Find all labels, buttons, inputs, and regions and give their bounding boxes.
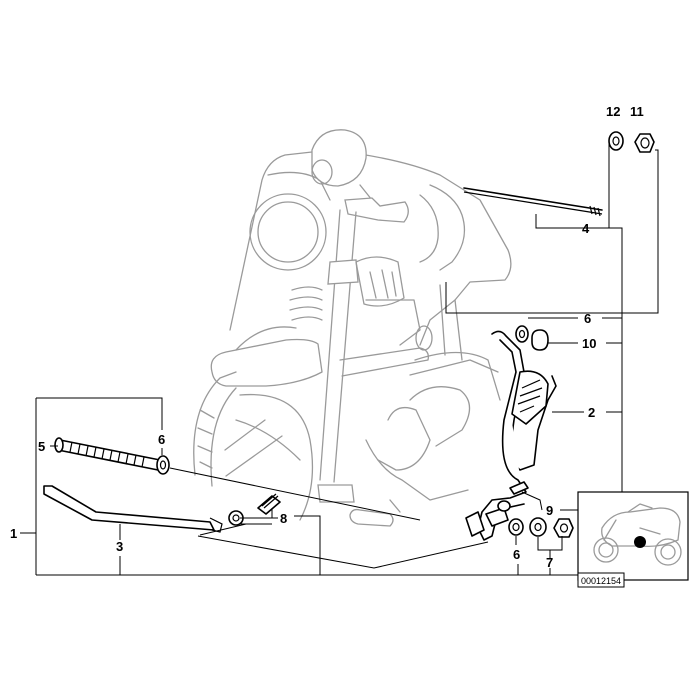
motorcycle-sketch [193,129,512,527]
callout-2: 2 [588,405,595,420]
nut-7 [553,518,574,538]
callout-8: 8 [280,511,287,526]
callout-3: 3 [116,539,123,554]
callout-11: 11 [630,104,644,119]
washer-6-bottom [508,518,524,536]
washer-6-left [156,455,170,475]
callout-9: 9 [546,503,553,518]
cap-nut-10 [531,329,549,351]
parts [43,131,655,541]
callout-4: 4 [582,221,590,236]
crash-bar-3 [43,485,215,531]
nut-11 [634,133,655,153]
leader-lines [20,140,659,576]
callout-6-left: 6 [158,432,165,447]
stud-rod [463,187,603,211]
callout-6-mid: 6 [584,311,591,326]
grille [511,370,549,425]
locator-thumbnail: 00012154 [577,491,689,588]
diagram-code: 00012154 [581,576,621,586]
callout-5: 5 [38,439,45,454]
callout-6-bottom: 6 [513,547,520,562]
washer-7 [529,517,547,537]
callout-1: 1 [10,526,17,541]
washer-12 [608,131,624,151]
callout-7: 7 [546,555,553,570]
callout-10: 10 [582,336,596,351]
callout-12: 12 [606,104,620,119]
location-marker [634,536,646,548]
bolt-5 [57,439,161,471]
callouts: 1 2 3 4 5 6 6 6 7 8 9 10 12 11 [10,104,644,570]
bolt-8 [257,495,281,515]
washer-6-mid [515,325,529,343]
